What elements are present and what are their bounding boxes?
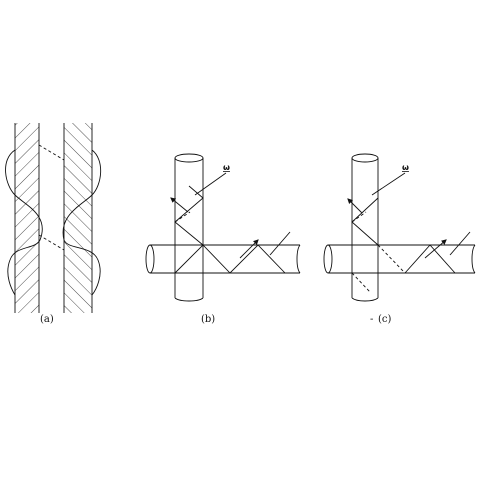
panel-c-ray-vertical (351, 197, 379, 246)
panel-c-label: (c) (378, 314, 392, 325)
panel-c-ray-horizontal (404, 244, 456, 274)
panel-b-leader (194, 172, 227, 196)
panel-a-dash-lower (38, 234, 65, 251)
panel-b-label: (b) (201, 314, 215, 325)
panel-c-ray-vertical-dash (351, 211, 367, 223)
panel-b-ray-horizontal (174, 244, 286, 274)
panel-c-horizontal-rod (323, 244, 476, 274)
panel-c-arrow-right (424, 239, 447, 259)
panel-c-marker: ω (402, 163, 409, 172)
panel-a-right-wall (63, 123, 93, 313)
panel-c-exit-line (449, 231, 471, 256)
panel-b-exit-line (269, 231, 291, 256)
panel-b-ray-vertical-dash (174, 211, 191, 223)
panel-c-ray-horizontal-dash (377, 244, 406, 274)
panel-b-arrow-up (170, 197, 189, 213)
panel-a-label: (a) (40, 314, 54, 325)
panel-c-ray-below (351, 272, 371, 293)
panel-a-wave-left (5, 149, 43, 296)
panel-b-arrow-right (239, 239, 259, 259)
panel-a: (a) (5, 123, 102, 325)
panel-c-vertical-rod (351, 153, 379, 302)
panel-a-left-wall (14, 123, 40, 313)
panel-b-vertical-rod (174, 153, 204, 302)
panel-b-marker: ω (223, 163, 230, 172)
panel-b: ω (b) (145, 153, 301, 325)
panel-c-arrow-up (347, 198, 363, 214)
panel-a-wave-right (62, 149, 102, 296)
panel-c: ω - (c) (323, 153, 476, 325)
panel-b-ray-vertical (174, 185, 204, 246)
panel-c-leader (371, 172, 406, 196)
panel-b-horizontal-rod (145, 244, 301, 274)
panel-a-dash-upper (38, 144, 65, 161)
panel-c-prefix: - (370, 314, 373, 325)
